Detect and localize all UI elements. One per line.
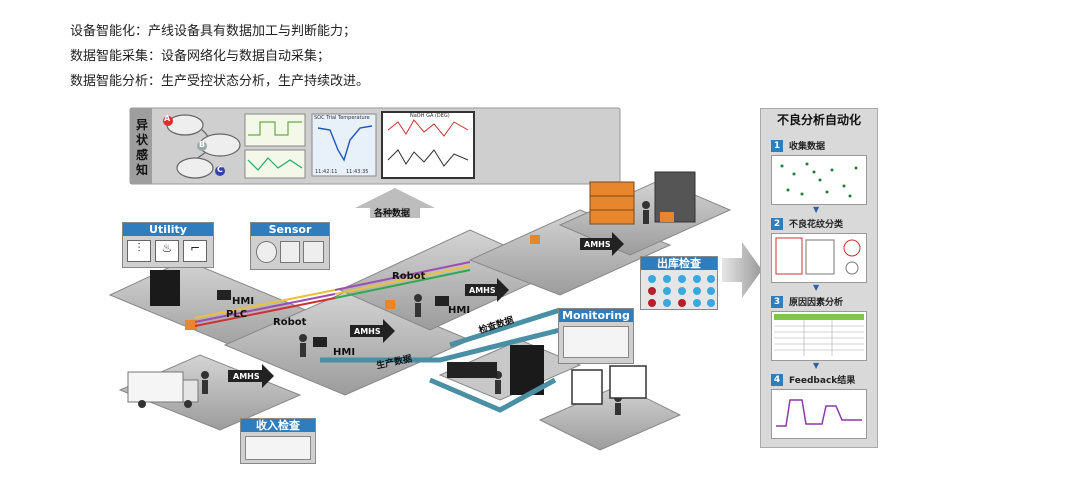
work-item-1 (185, 320, 197, 330)
amhs-label-3: AMHS (469, 286, 496, 295)
step-number: 4 (771, 373, 783, 386)
time-label-end: 11:43:35 (346, 169, 369, 175)
analysis-step-4: 4 Feedback结果 (771, 373, 867, 439)
anomaly-title-char: 感 (135, 148, 148, 162)
analysis-step-1: 1 收集数据 (771, 139, 867, 205)
node-c-label: C (217, 165, 223, 174)
faucet-icon: ⌐ (183, 240, 207, 262)
factor-table-thumbnail (771, 311, 867, 361)
work-item-2 (385, 300, 395, 309)
sensor-device-icon (303, 241, 325, 263)
utility-title: Utility (123, 223, 213, 236)
step-number: 1 (771, 139, 783, 152)
work-item-4 (660, 212, 674, 222)
up-arrow-icon (355, 188, 435, 218)
hmi-screens (217, 290, 497, 378)
various-data-label: 各种数据 (374, 209, 411, 219)
scatter-thumbnail (771, 155, 867, 205)
sensor-title: Sensor (251, 223, 329, 236)
node-a-icon (163, 116, 173, 126)
anomaly-title-char: 知 (135, 163, 148, 177)
down-arrow-icon: ▼ (813, 283, 820, 292)
node-b-icon (197, 141, 207, 151)
amhs-label-1: AMHS (233, 372, 260, 381)
analysis-step-2: 2 不良花纹分类 (771, 217, 867, 283)
intro-line-3: 数据智能分析：生产受控状态分析，生产持续改进。 (70, 74, 370, 89)
sensor-panel: Sensor (250, 222, 330, 270)
step-label: Feedback结果 (789, 376, 856, 386)
incoming-inspection-title: 收入检查 (241, 419, 315, 432)
control-chart-title: NaOH GA (DEG) (410, 113, 450, 119)
control-chart (381, 111, 475, 179)
step-label: 原因因素分析 (789, 298, 844, 308)
utility-panel: Utility ⫶ ♨ ⌐ (122, 222, 214, 268)
feedback-thumbnail (771, 389, 867, 439)
amhs-label-4: AMHS (584, 240, 611, 249)
intro-line-1: 设备智能化：产线设备具有数据加工与判断能力； (70, 24, 357, 39)
amhs-arrows (228, 232, 624, 388)
server-rack-left (150, 270, 180, 306)
monitoring-screen (563, 326, 629, 358)
robot-label-1: Robot (273, 317, 307, 328)
data-lines (194, 261, 471, 327)
intro-line-2: 数据智能采集：设备网络化与数据自动采集； (70, 49, 331, 64)
anomaly-panel (129, 107, 621, 185)
time-label-start: 11:42:11 (315, 169, 338, 175)
sensor-device-icon (256, 241, 277, 263)
step-label: 不良花纹分类 (789, 220, 844, 230)
monitoring-title: Monitoring (559, 309, 633, 322)
analysis-panel: 不良分析自动化 1 收集数据 ▼ 2 不良花纹分类 (760, 108, 878, 448)
outgoing-inspection-panel: 出库检查 (640, 256, 718, 310)
checklist-icon (571, 365, 647, 405)
analysis-panel-title: 不良分析自动化 (776, 113, 861, 127)
anomaly-title-char: 异 (135, 118, 148, 132)
truck-icon (127, 371, 199, 408)
incoming-inspection-panel: 收入检查 (240, 418, 316, 464)
temperature-chart (311, 113, 377, 177)
down-arrow-icon: ▼ (813, 205, 820, 214)
step-number: 2 (771, 217, 783, 230)
pattern-thumbnail (771, 233, 867, 283)
inspection-grid (648, 275, 715, 307)
anomaly-panel-title: 异 状 感 知 (134, 118, 150, 178)
hmi-label-3: HMI (448, 305, 471, 316)
analysis-step-3: 3 原因因素分析 (771, 295, 867, 361)
anomaly-title-char: 状 (135, 133, 148, 147)
down-arrow-icon: ▼ (813, 361, 820, 370)
step-label: 收集数据 (789, 142, 826, 152)
monitoring-panel: Monitoring (558, 308, 634, 364)
node-b-label: B (199, 140, 206, 149)
thermometer-icon: ⫶ (127, 240, 151, 262)
plc-label: PLC (226, 309, 248, 320)
work-item-3 (530, 235, 540, 244)
hmi-label-2: HMI (333, 347, 356, 358)
hmi-label-1: HMI (232, 296, 255, 307)
amhs-label-2: AMHS (354, 327, 381, 336)
step-number: 3 (771, 295, 783, 308)
temperature-chart-title: SOC Trial Temperature (314, 115, 370, 121)
flame-icon: ♨ (155, 240, 179, 262)
outgoing-inspection-title: 出库检查 (641, 257, 717, 270)
right-arrow-icon (722, 242, 762, 298)
node-c-icon (215, 166, 225, 176)
node-a-label: A (164, 114, 171, 123)
data-flow-arrows (320, 307, 561, 413)
robot-label-2: Robot (392, 271, 426, 282)
incoming-inspection-screen (245, 436, 311, 460)
sensor-device-icon (279, 241, 301, 263)
